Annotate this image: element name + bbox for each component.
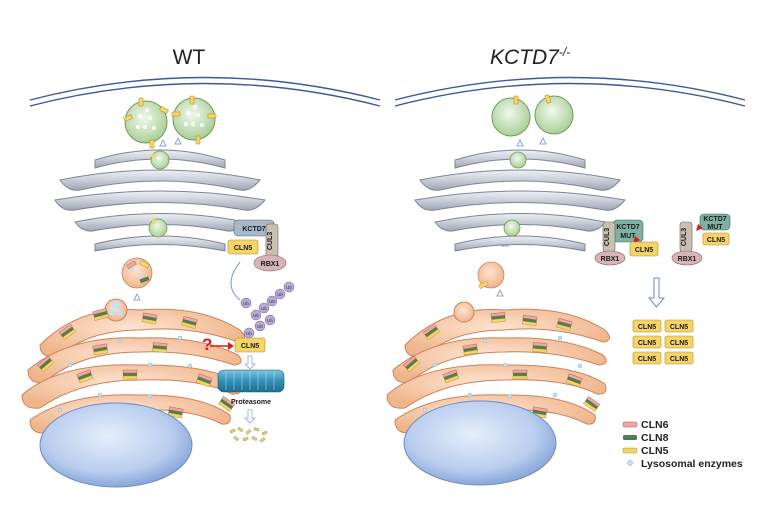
cln5-accumulated-label: CLN5 <box>638 324 656 331</box>
cln5-accumulated-box <box>664 351 694 365</box>
ko-rbx1-box <box>594 250 626 266</box>
ko-cul3-label: CUL3 <box>604 228 611 246</box>
cln5-accumulated-label: CLN5 <box>670 324 688 331</box>
legend-swatch <box>622 447 638 454</box>
cln5-accumulated-label: CLN5 <box>670 356 688 363</box>
cln5-accumulated-box <box>632 335 662 349</box>
ub-label: Ub <box>257 324 263 329</box>
ub-label: Ub <box>243 301 249 306</box>
ko-kctd7-mut-box <box>699 213 731 231</box>
ko-rbx1-box <box>671 250 703 266</box>
wt-transport-vesicle <box>121 257 153 289</box>
ko-cul3-label: CUL3 <box>681 228 688 246</box>
ko-kctd7-mut-label-1: KCTD7 <box>616 224 639 231</box>
ko-rbx1-label: RBX1 <box>601 256 620 263</box>
cln5-accumulated-box <box>632 319 662 333</box>
ko-kctd7-mut-label-2: MUT <box>620 233 636 240</box>
wt-cell-membrane <box>29 76 381 107</box>
down-arrow-icon <box>244 409 256 424</box>
arrow-head-icon <box>228 342 234 350</box>
ko-rbx1-label: RBX1 <box>678 256 697 263</box>
legend-label: CLN6 <box>641 419 669 431</box>
wt-lysosome-left <box>123 97 169 149</box>
wt-golgi-vesicles <box>148 150 170 238</box>
ko-mutant-complex-2: KCTD7 MUT CLN5 CUL3 RBX1 <box>671 213 731 266</box>
ko-golgi-apparatus <box>414 149 626 252</box>
wt-cul3-label: CUL3 <box>267 232 274 250</box>
cln5-accumulated-box <box>664 335 694 349</box>
ko-cln5-label: CLN5 <box>635 247 653 254</box>
legend-item-cln5: CLN5 <box>622 445 669 457</box>
ko-panel-title: KCTD7-/- <box>490 45 570 69</box>
ub-label: Ub <box>277 292 283 297</box>
legend-swatch <box>627 460 633 466</box>
accumulation-arrow-icon <box>647 277 666 308</box>
wt-kctd7-label: KCTD7 <box>242 226 265 233</box>
wt-er-membrane-proteins <box>37 308 236 419</box>
legend-item-cln6: CLN6 <box>622 419 669 431</box>
legend: CLN6 CLN8 CLN5 Lysosomal enzymes <box>622 419 743 470</box>
legend-swatch <box>622 421 638 428</box>
legend-label: Lysosomal enzymes <box>641 458 743 470</box>
ko-cln5-label: CLN5 <box>707 237 725 244</box>
mutation-marker-icon <box>696 224 703 231</box>
proteasome-label: Proteasome <box>231 399 271 406</box>
ko-kctd7-mut-label-1: KCTD7 <box>703 216 726 223</box>
cln5-accumulated-box <box>632 351 662 365</box>
wt-golgi-apparatus <box>54 149 266 252</box>
unknown-pathway-question-mark: ? <box>202 335 212 354</box>
wt-lysosome-right <box>171 95 217 145</box>
ub-label: Ub <box>286 285 292 290</box>
ub-label: Ub <box>269 299 275 304</box>
ko-golgi-vesicles <box>503 151 527 237</box>
legend-swatch <box>623 435 637 440</box>
ko-nucleus <box>403 400 557 486</box>
wt-cln5-target-label: CLN5 <box>241 343 259 350</box>
wt-rbx1-box <box>253 254 287 272</box>
ko-kctd7-mut-label-2: MUT <box>707 224 723 231</box>
wt-cln5-box <box>227 239 259 255</box>
ko-cln5-box <box>629 241 659 257</box>
ub-label: Ub <box>261 306 267 311</box>
wt-ubiquitination-arrow <box>230 261 241 301</box>
cln5-accumulated-label: CLN5 <box>638 356 656 363</box>
ko-er-enzymes <box>422 335 583 413</box>
legend-item-cln8: CLN8 <box>623 432 669 444</box>
ub-label: Ub <box>246 331 252 336</box>
cln5-accumulated-label: CLN5 <box>638 340 656 347</box>
ko-lysosome-left <box>491 95 531 137</box>
degraded-peptide-fragments <box>229 426 268 443</box>
wt-rbx1-label: RBX1 <box>261 261 280 268</box>
ub-label: Ub <box>253 313 259 318</box>
wt-cln5-label: CLN5 <box>234 245 252 252</box>
ub-label: Ub <box>267 318 273 323</box>
proteasome <box>217 369 285 393</box>
cln5-accumulated-label: CLN5 <box>670 340 688 347</box>
wt-er-enzymes <box>57 335 193 413</box>
wt-panel-title: WT <box>173 46 206 69</box>
down-arrow-icon <box>244 355 256 370</box>
wt-er-vesicle <box>109 301 123 316</box>
ko-mutant-complex-1: KCTD7 MUT CUL3 CLN5 RBX1 <box>594 219 659 266</box>
ko-accumulated-cln5-grid: CLN5 CLN5 CLN5 CLN5 CLN5 CLN5 <box>632 319 694 365</box>
wt-nucleus <box>39 402 193 488</box>
legend-label: CLN8 <box>641 432 669 444</box>
wt-ubiquitin-ligase-complex: KCTD7 CUL3 CLN5 RBX1 <box>227 219 287 272</box>
ko-cln5-box <box>702 232 730 246</box>
ko-lysosome-right <box>534 94 574 135</box>
wt-ubiquitin-chain: Ub Ub Ub Ub Ub Ub Ub Ub Ub <box>240 281 295 339</box>
wt-cln5-target-box <box>234 337 266 353</box>
ko-cell-membrane <box>394 76 746 107</box>
ko-transport-vesicle <box>477 261 505 290</box>
cln5-accumulated-box <box>664 319 694 333</box>
legend-item-lysosomal-enzymes: Lysosomal enzymes <box>627 458 743 470</box>
legend-label: CLN5 <box>641 445 669 457</box>
